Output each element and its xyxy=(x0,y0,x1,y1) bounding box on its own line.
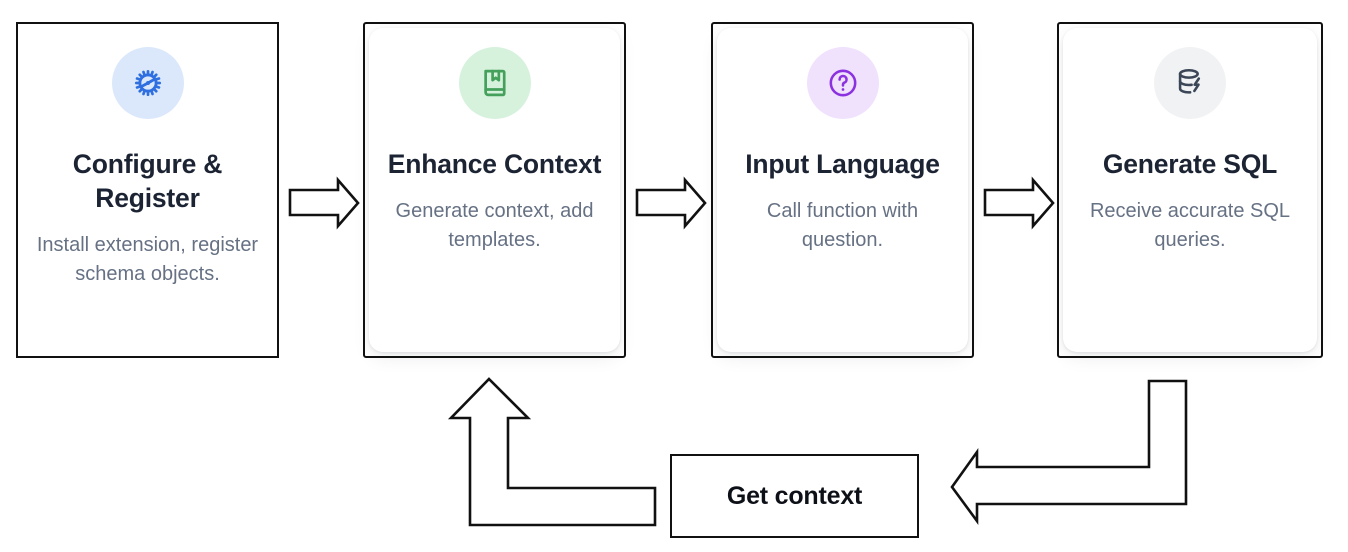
step-card-configure-register[interactable]: Configure & Register Install extension, … xyxy=(16,22,279,358)
step-title: Input Language xyxy=(745,149,940,179)
get-context-label: Get context xyxy=(726,481,863,510)
card-content: Configure & Register Install extension, … xyxy=(18,24,277,288)
question-circle-icon xyxy=(826,66,860,100)
step-description: Install extension, register schema objec… xyxy=(36,234,259,285)
arrow-left-elbow-icon xyxy=(950,379,1188,525)
arrow-up-elbow-icon xyxy=(447,377,657,527)
card-content: Generate SQL Receive accurate SQL querie… xyxy=(1059,24,1321,254)
step-card-generate-sql[interactable]: Generate SQL Receive accurate SQL querie… xyxy=(1057,22,1323,358)
gear-settings-icon-badge xyxy=(111,47,184,119)
database-bolt-icon-badge xyxy=(1154,47,1226,119)
book-bookmark-icon xyxy=(478,66,512,100)
gear-settings-icon xyxy=(130,65,166,101)
step-card-enhance-context[interactable]: Enhance Context Generate context, add te… xyxy=(363,22,626,358)
step-description: Generate context, add templates. xyxy=(395,200,594,251)
get-context-node[interactable]: Get context xyxy=(670,454,919,538)
step-card-input-language[interactable]: Input Language Call function with questi… xyxy=(711,22,974,358)
card-content: Enhance Context Generate context, add te… xyxy=(365,24,624,254)
step-title: Generate SQL xyxy=(1102,149,1278,179)
card-content: Input Language Call function with questi… xyxy=(713,24,972,254)
step-description: Call function with question. xyxy=(766,200,919,251)
arrow-right-icon-1 xyxy=(288,176,360,230)
arrow-right-icon-3 xyxy=(983,176,1055,230)
arrow-right-icon-2 xyxy=(635,176,707,230)
step-title: Configure & Register xyxy=(72,149,223,214)
question-circle-icon-badge xyxy=(806,47,879,119)
step-description: Receive accurate SQL queries. xyxy=(1089,200,1291,251)
step-title: Enhance Context xyxy=(387,149,602,179)
book-bookmark-icon-badge xyxy=(458,47,531,119)
database-bolt-icon xyxy=(1173,66,1207,100)
